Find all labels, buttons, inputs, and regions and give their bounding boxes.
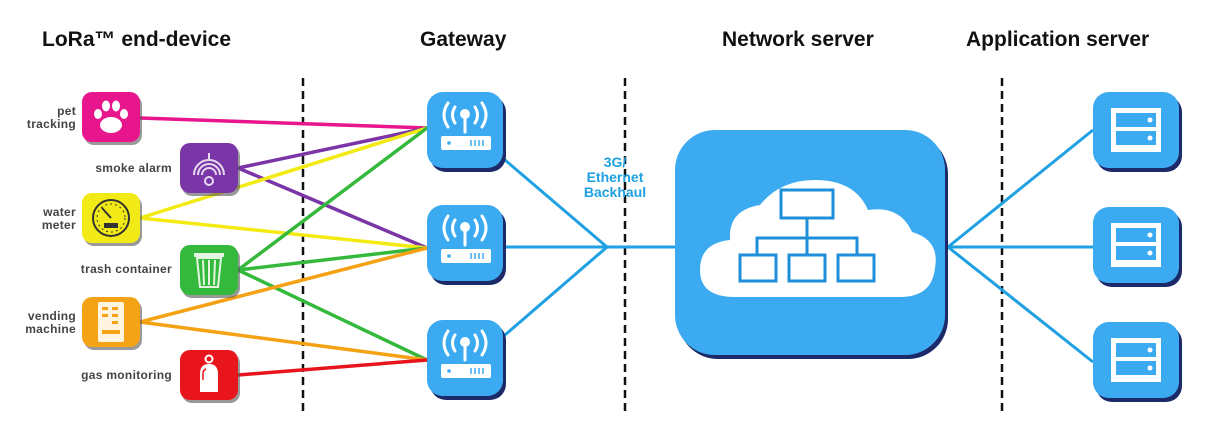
smoke-alarm-icon <box>193 153 225 186</box>
backhaul-label-line3: Backhaul <box>583 184 647 200</box>
link-trash-gateway-2 <box>236 246 429 272</box>
backhaul-link-3 <box>504 245 608 337</box>
application-servers <box>1093 92 1179 398</box>
link-trash-gateway-3 <box>236 268 429 362</box>
gateways <box>427 92 503 396</box>
backhaul-link-1 <box>504 158 608 249</box>
device-vending-machine[interactable] <box>82 297 140 347</box>
device-pet-tracking[interactable] <box>82 92 140 142</box>
backhaul-label-line2: Ethernet <box>586 169 644 185</box>
label-line: machine <box>25 322 76 336</box>
gas-bottle-icon <box>200 354 218 392</box>
device-trash-container[interactable] <box>180 245 238 295</box>
device-gas-monitoring[interactable] <box>180 350 238 400</box>
device-label-smoke-alarm: smoke alarm <box>95 162 172 175</box>
application-server-1[interactable] <box>1093 92 1179 168</box>
heading-application-server: Application server <box>966 28 1150 51</box>
trash-bin-icon <box>194 253 224 288</box>
link-water-gateway-1 <box>138 126 429 220</box>
device-label-gas-monitoring: gas monitoring <box>81 369 172 382</box>
label-line: gas monitoring <box>81 368 172 382</box>
backhaul-links <box>504 158 680 337</box>
link-gas-gateway-3 <box>236 358 429 377</box>
heading-network-server: Network server <box>722 28 874 51</box>
label-line: trash container <box>80 262 172 276</box>
link-vending-gateway-2 <box>138 246 429 324</box>
wireless-router-icon <box>442 329 488 362</box>
link-vending-gateway-3 <box>138 320 429 362</box>
link-pet-gateway-1 <box>138 116 429 130</box>
cloud-network-icon <box>700 180 936 297</box>
heading-gateway: Gateway <box>420 28 507 51</box>
device-label-pet-tracking: pet tracking <box>27 105 76 131</box>
device-links <box>138 116 429 377</box>
heading-end-device: LoRa™ end-device <box>42 28 232 51</box>
device-label-water-meter: water meter <box>42 206 76 232</box>
paw-icon <box>94 100 128 133</box>
link-water-gateway-2 <box>138 216 429 250</box>
label-line: tracking <box>26 117 76 131</box>
app-server-links <box>947 128 1094 364</box>
server-icon <box>1111 108 1161 152</box>
label-line: smoke alarm <box>95 161 172 175</box>
label-line: meter <box>41 218 76 232</box>
device-water-meter[interactable] <box>82 193 140 243</box>
wireless-router-icon <box>442 101 488 134</box>
app-link-3 <box>947 245 1094 364</box>
application-server-2[interactable] <box>1093 207 1179 283</box>
device-smoke-alarm[interactable] <box>180 143 238 193</box>
application-server-3[interactable] <box>1093 322 1179 398</box>
label-line: pet <box>57 104 76 118</box>
link-smoke-gateway-2 <box>236 166 429 250</box>
app-link-1 <box>947 128 1094 249</box>
gateway-2[interactable] <box>427 205 503 281</box>
gateway-3[interactable] <box>427 320 503 396</box>
backhaul-label-line1: 3G/ <box>603 154 627 170</box>
wireless-router-icon <box>442 214 488 247</box>
link-trash-gateway-1 <box>236 126 429 272</box>
gauge-icon <box>92 199 130 237</box>
label-line: water <box>43 205 76 219</box>
backhaul-label: 3G/ Ethernet Backhaul <box>560 155 670 200</box>
link-smoke-gateway-1 <box>236 126 429 170</box>
vending-machine-icon <box>98 302 124 342</box>
server-icon <box>1111 223 1161 267</box>
gateway-1[interactable] <box>427 92 503 168</box>
server-icon <box>1111 338 1161 382</box>
device-label-trash-container: trash container <box>81 263 172 276</box>
device-label-vending-machine: vending machine <box>25 310 76 336</box>
label-line: vending <box>27 309 76 323</box>
